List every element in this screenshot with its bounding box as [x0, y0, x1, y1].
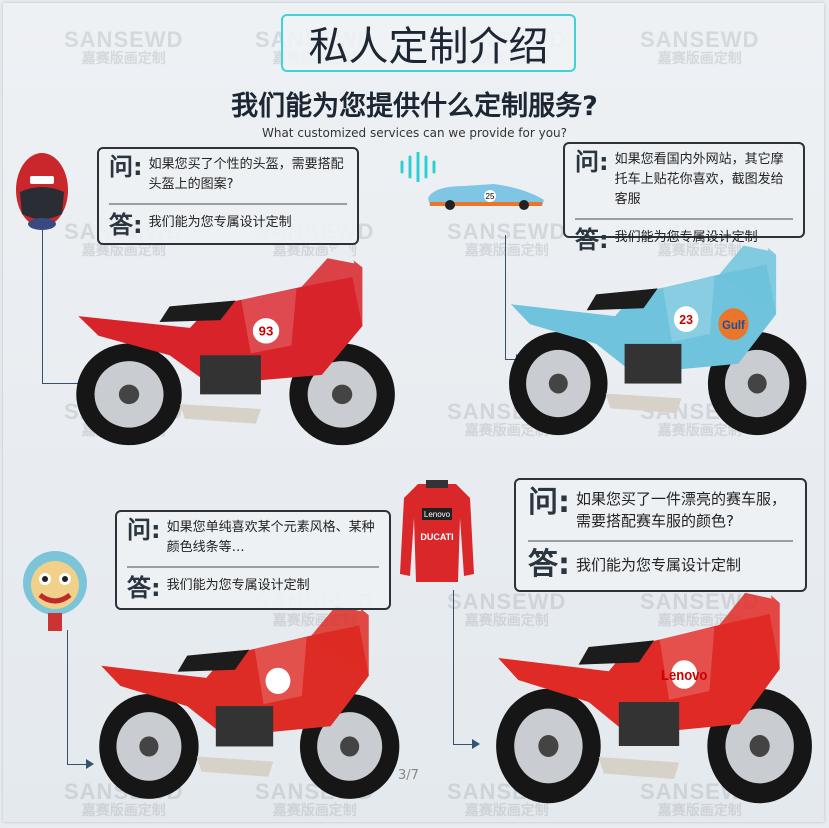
- rear-wheel: [99, 693, 199, 799]
- answer-text: 我们能为您专属设计定制: [576, 556, 742, 574]
- question-label: 问:: [127, 516, 161, 544]
- gulf-logo: Gulf: [718, 308, 749, 340]
- car-number: 25: [486, 192, 495, 201]
- qa-box-website: 问:如果您看国内外网站，其它摩托车上贴花你喜欢，截图发给客服 答: 我们能为您专属…: [563, 142, 805, 252]
- watermark-en: SANSEWD: [64, 27, 184, 52]
- answer-text: 我们能为您专属设计定制: [166, 578, 310, 593]
- watermark-en: SANSEWD: [640, 27, 760, 52]
- sound-wave-icon: [400, 152, 436, 182]
- watermark-en: SANSEWD: [447, 589, 567, 614]
- answer-text: 我们能为您专属设计定制: [148, 215, 292, 230]
- jacket-logo: Lenovo: [424, 510, 451, 519]
- divider: [127, 566, 379, 568]
- answer-label: 答:: [528, 547, 570, 582]
- gulf-decal: Gulf: [722, 319, 745, 332]
- watermark-cn: 嘉赛版画定制: [81, 242, 166, 259]
- watermark-cn: 嘉赛版画定制: [464, 242, 549, 259]
- watermark-cn: 嘉赛版画定制: [657, 50, 742, 67]
- lion-mascot-icon: [23, 551, 87, 631]
- racing-jacket-icon: Lenovo DUCATI: [400, 480, 474, 582]
- rear-wheel: [509, 332, 608, 436]
- page-indicator: 3/7: [398, 768, 419, 783]
- watermark-cn: 嘉赛版画定制: [81, 50, 166, 67]
- rear-wheel: [496, 688, 601, 804]
- question-label: 问:: [528, 485, 570, 520]
- helmet-icon: [16, 153, 68, 230]
- motorcycle-3: [99, 587, 400, 799]
- title-box: 私人定制介绍: [281, 14, 576, 72]
- answer-label: 答:: [127, 574, 161, 602]
- answer-text: 我们能为您专属设计定制: [614, 230, 758, 245]
- connector-arrow: [67, 630, 94, 769]
- page-title: 私人定制介绍: [308, 24, 549, 70]
- subtitle: 我们能为您提供什么定制服务?: [231, 91, 598, 122]
- divider: [109, 203, 347, 205]
- motorcycle-2: 23 Gulf: [509, 226, 807, 436]
- connector-arrow: [453, 590, 480, 749]
- answer-label: 答:: [109, 211, 143, 239]
- divider: [528, 540, 793, 542]
- watermark-cn: 嘉赛版画定制: [81, 802, 166, 819]
- watermark-cn: 嘉赛版画定制: [464, 422, 549, 439]
- divider: [575, 218, 793, 220]
- watermark-cn: 嘉赛版画定制: [464, 802, 549, 819]
- watermark-cn: 嘉赛版画定制: [272, 802, 357, 819]
- bike-decal: 93: [259, 324, 274, 339]
- bike-decal: 23: [679, 313, 693, 327]
- jacket-brand: DUCATI: [420, 532, 453, 542]
- answer-label: 答:: [575, 226, 609, 254]
- question-text: 如果您买了个性的头盔，需要搭配头盔上的图案?: [148, 157, 344, 192]
- watermark-cn: 嘉赛版画定制: [657, 422, 742, 439]
- watermark-en: SANSEWD: [447, 219, 567, 244]
- watermark-en: SANSEWD: [640, 589, 760, 614]
- qa-box-style: 问:如果您单纯喜欢某个元素风格、某种颜色线条等… 答: 我们能为您专属设计定制: [115, 510, 391, 610]
- question-text: 如果您单纯喜欢某个元素风格、某种颜色线条等…: [166, 520, 375, 555]
- motorcycle-1: 93: [76, 239, 395, 446]
- bike-decal: Lenovo: [661, 667, 707, 683]
- question-label: 问:: [575, 148, 609, 176]
- race-car-icon: 25: [428, 184, 544, 210]
- question-text: 如果您买了一件漂亮的赛车服，需要搭配赛车服的颜色?: [576, 490, 787, 530]
- qa-box-helmet: 问:如果您买了个性的头盔，需要搭配头盔上的图案? 答: 我们能为您专属设计定制: [97, 147, 359, 245]
- watermark-cn: 嘉赛版画定制: [464, 612, 549, 629]
- rear-wheel: [76, 343, 182, 446]
- question-text: 如果您看国内外网站，其它摩托车上贴花你喜欢，截图发给客服: [614, 152, 784, 207]
- question-label: 问:: [109, 153, 143, 181]
- subtitle-english: What customized services can we provide …: [261, 126, 568, 140]
- qa-box-jacket: 问:如果您买了一件漂亮的赛车服，需要搭配赛车服的颜色? 答: 我们能为您专属设计定…: [514, 478, 807, 592]
- watermark-cn: 嘉赛版画定制: [657, 802, 742, 819]
- watermark-cn: 嘉赛版画定制: [657, 242, 742, 259]
- motorcycle-4: Lenovo: [496, 572, 812, 804]
